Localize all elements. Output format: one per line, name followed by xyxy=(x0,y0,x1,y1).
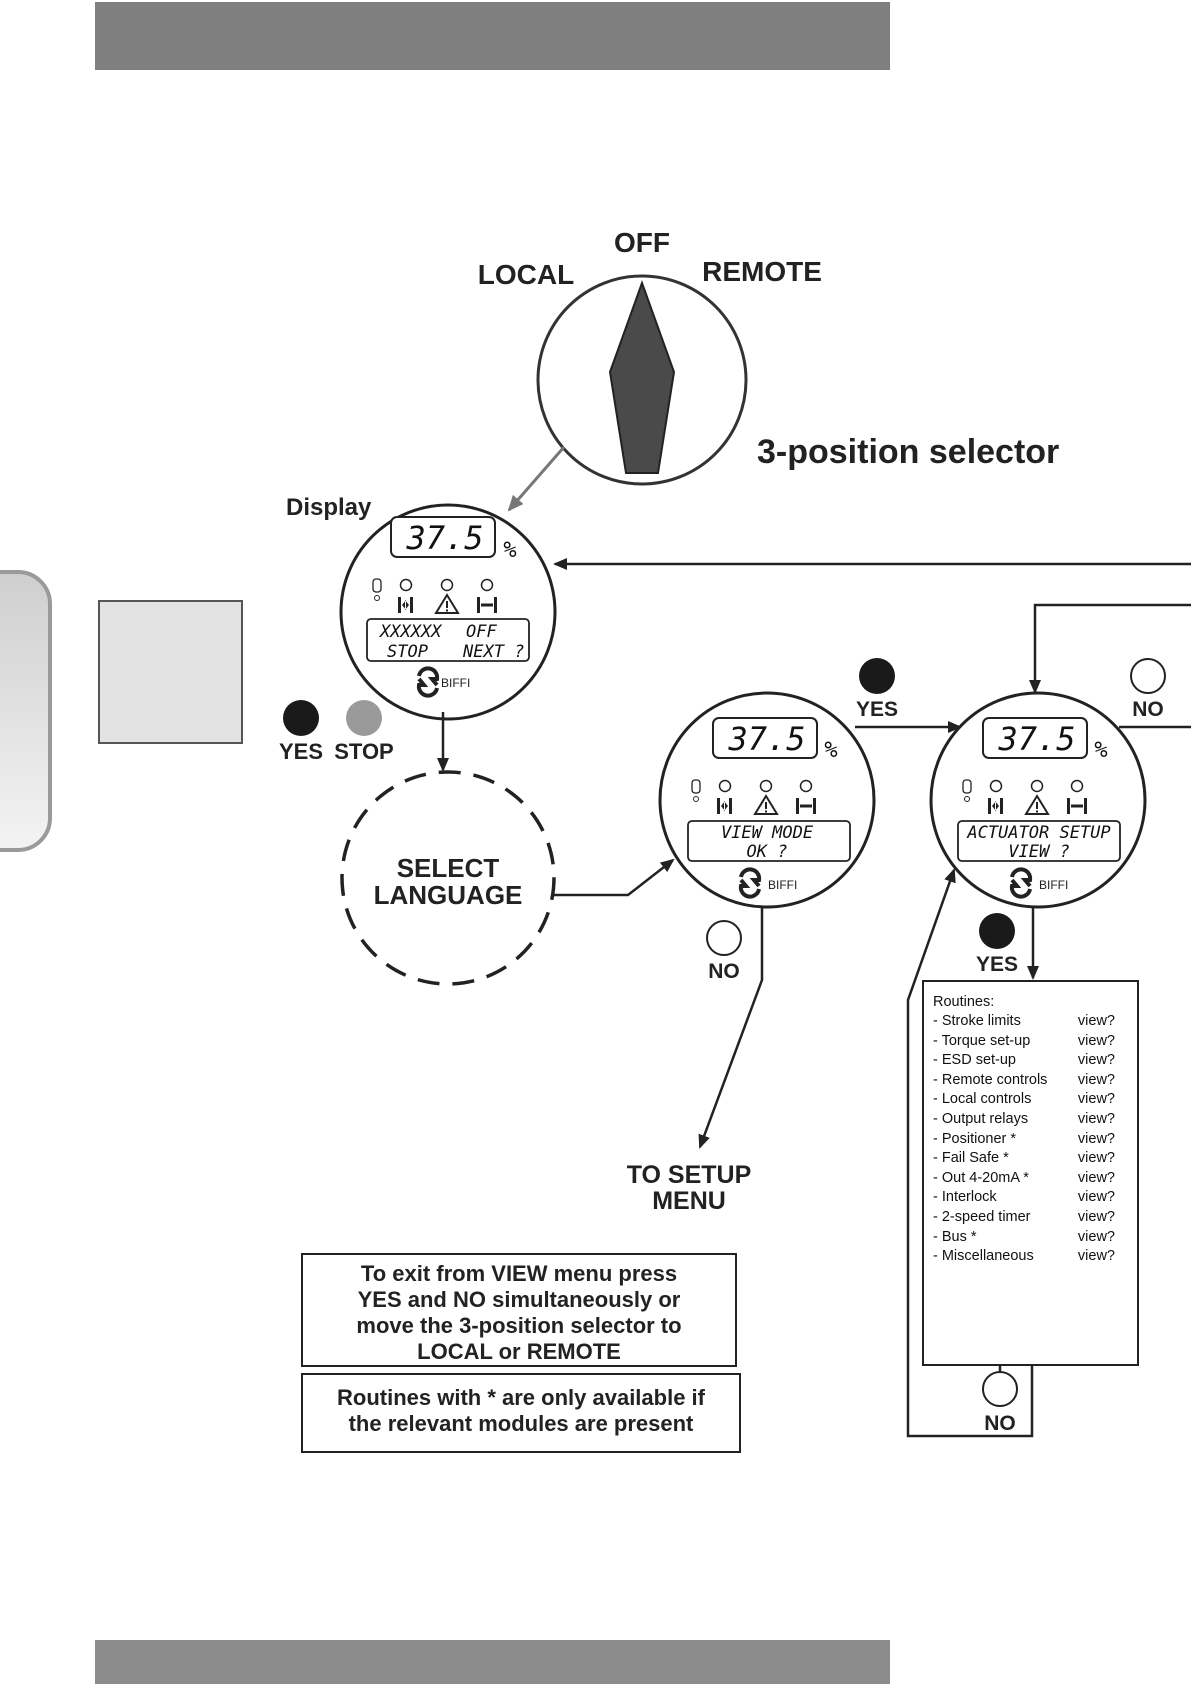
select-language-node: SELECT LANGUAGE xyxy=(340,770,556,986)
routine-item[interactable]: - Fail Safe *view? xyxy=(933,1150,1115,1167)
view-to-setup-arrow xyxy=(698,907,764,1149)
modules-note: Routines with * are only available if th… xyxy=(301,1373,741,1453)
yes-button-main[interactable] xyxy=(283,700,319,736)
routine-item[interactable]: - Positioner *view? xyxy=(933,1130,1115,1147)
main-display-brand: BIFFI xyxy=(441,676,470,690)
exit-note-line: YES and NO simultaneously or xyxy=(357,1287,681,1312)
routine-item[interactable]: - Out 4-20mA *view? xyxy=(933,1169,1115,1186)
main-display-unit: % xyxy=(503,538,516,563)
view-display-line1: VIEW MODE xyxy=(721,823,814,843)
no-button-view[interactable] xyxy=(706,920,742,956)
header-bar xyxy=(95,2,890,70)
selector-to-display-arrow xyxy=(507,446,566,512)
view-display-line2: OK ? xyxy=(747,842,788,862)
view-display-unit: % xyxy=(824,738,837,763)
selector-off-label: OFF xyxy=(614,227,670,258)
selector-caption: 3-position selector xyxy=(757,433,1059,471)
language-to-view-arrow xyxy=(553,858,675,897)
main-display-value: 37.5 xyxy=(405,519,483,557)
select-language-line2: LANGUAGE xyxy=(374,880,523,910)
actuator-display-line1: ACTUATOR SETUP xyxy=(966,823,1110,843)
to-setup-line1: TO SETUP xyxy=(627,1161,752,1189)
yes-label-view: YES xyxy=(856,698,898,721)
main-display: 37.5 % XXXXXX OFF STOP NEXT ? BIFFI xyxy=(339,503,557,721)
select-language-line1: SELECT xyxy=(397,853,500,883)
main-display-line2-left: STOP xyxy=(387,642,428,662)
side-tab xyxy=(0,570,52,852)
modules-note-line: the relevant modules are present xyxy=(348,1411,694,1436)
stop-button[interactable] xyxy=(346,700,382,736)
routines-title: Routines: xyxy=(933,994,995,1010)
yes-button-actuator[interactable] xyxy=(979,913,1015,949)
actuator-display-value: 37.5 xyxy=(997,720,1075,758)
no-label-actuator: NO xyxy=(1132,698,1164,721)
no-label-routines: NO xyxy=(984,1412,1016,1435)
view-display-brand: BIFFI xyxy=(768,878,797,892)
actuator-display-unit: % xyxy=(1094,738,1107,763)
no-label-view: NO xyxy=(708,960,740,983)
view-mode-display: 37.5 % VIEW MODE OK ? BIFFI xyxy=(658,691,876,909)
display-label: Display xyxy=(286,494,372,521)
main-display-line1-left: XXXXXX xyxy=(378,622,443,642)
routines-to-actuator-arrow xyxy=(906,868,1034,1438)
exit-note-line: move the 3-position selector to xyxy=(356,1313,682,1338)
actuator-setup-display: 37.5 % ACTUATOR SETUP VIEW ? BIFFI xyxy=(929,691,1147,909)
routine-item[interactable]: - Bus *view? xyxy=(933,1228,1115,1245)
actuator-display-line2: VIEW ? xyxy=(1008,842,1069,862)
exit-view-note: To exit from VIEW menu press YES and NO … xyxy=(301,1253,737,1367)
gray-placeholder-box xyxy=(98,600,243,744)
exit-note-line: To exit from VIEW menu press xyxy=(360,1261,678,1286)
footer-bar xyxy=(95,1640,890,1684)
no-button-actuator[interactable] xyxy=(1130,658,1166,694)
to-setup-line2: MENU xyxy=(652,1187,726,1215)
selector-local-label: LOCAL xyxy=(478,259,574,290)
three-position-selector[interactable] xyxy=(536,274,748,486)
return-to-actuator-arrow xyxy=(1029,603,1191,694)
no-button-routines[interactable] xyxy=(982,1371,1018,1407)
actuator-display-brand: BIFFI xyxy=(1039,878,1068,892)
exit-note-line: LOCAL or REMOTE xyxy=(417,1339,621,1364)
yes-button-view[interactable] xyxy=(859,658,895,694)
stop-label: STOP xyxy=(334,739,394,764)
modules-note-line: Routines with * are only available if xyxy=(337,1385,705,1410)
main-display-line1-right: OFF xyxy=(466,622,497,642)
selector-remote-label: REMOTE xyxy=(702,256,822,287)
view-display-value: 37.5 xyxy=(727,720,805,758)
main-display-line2-right: NEXT ? xyxy=(462,642,524,662)
yes-label-main: YES xyxy=(279,739,323,764)
yes-label-actuator: YES xyxy=(976,953,1018,976)
